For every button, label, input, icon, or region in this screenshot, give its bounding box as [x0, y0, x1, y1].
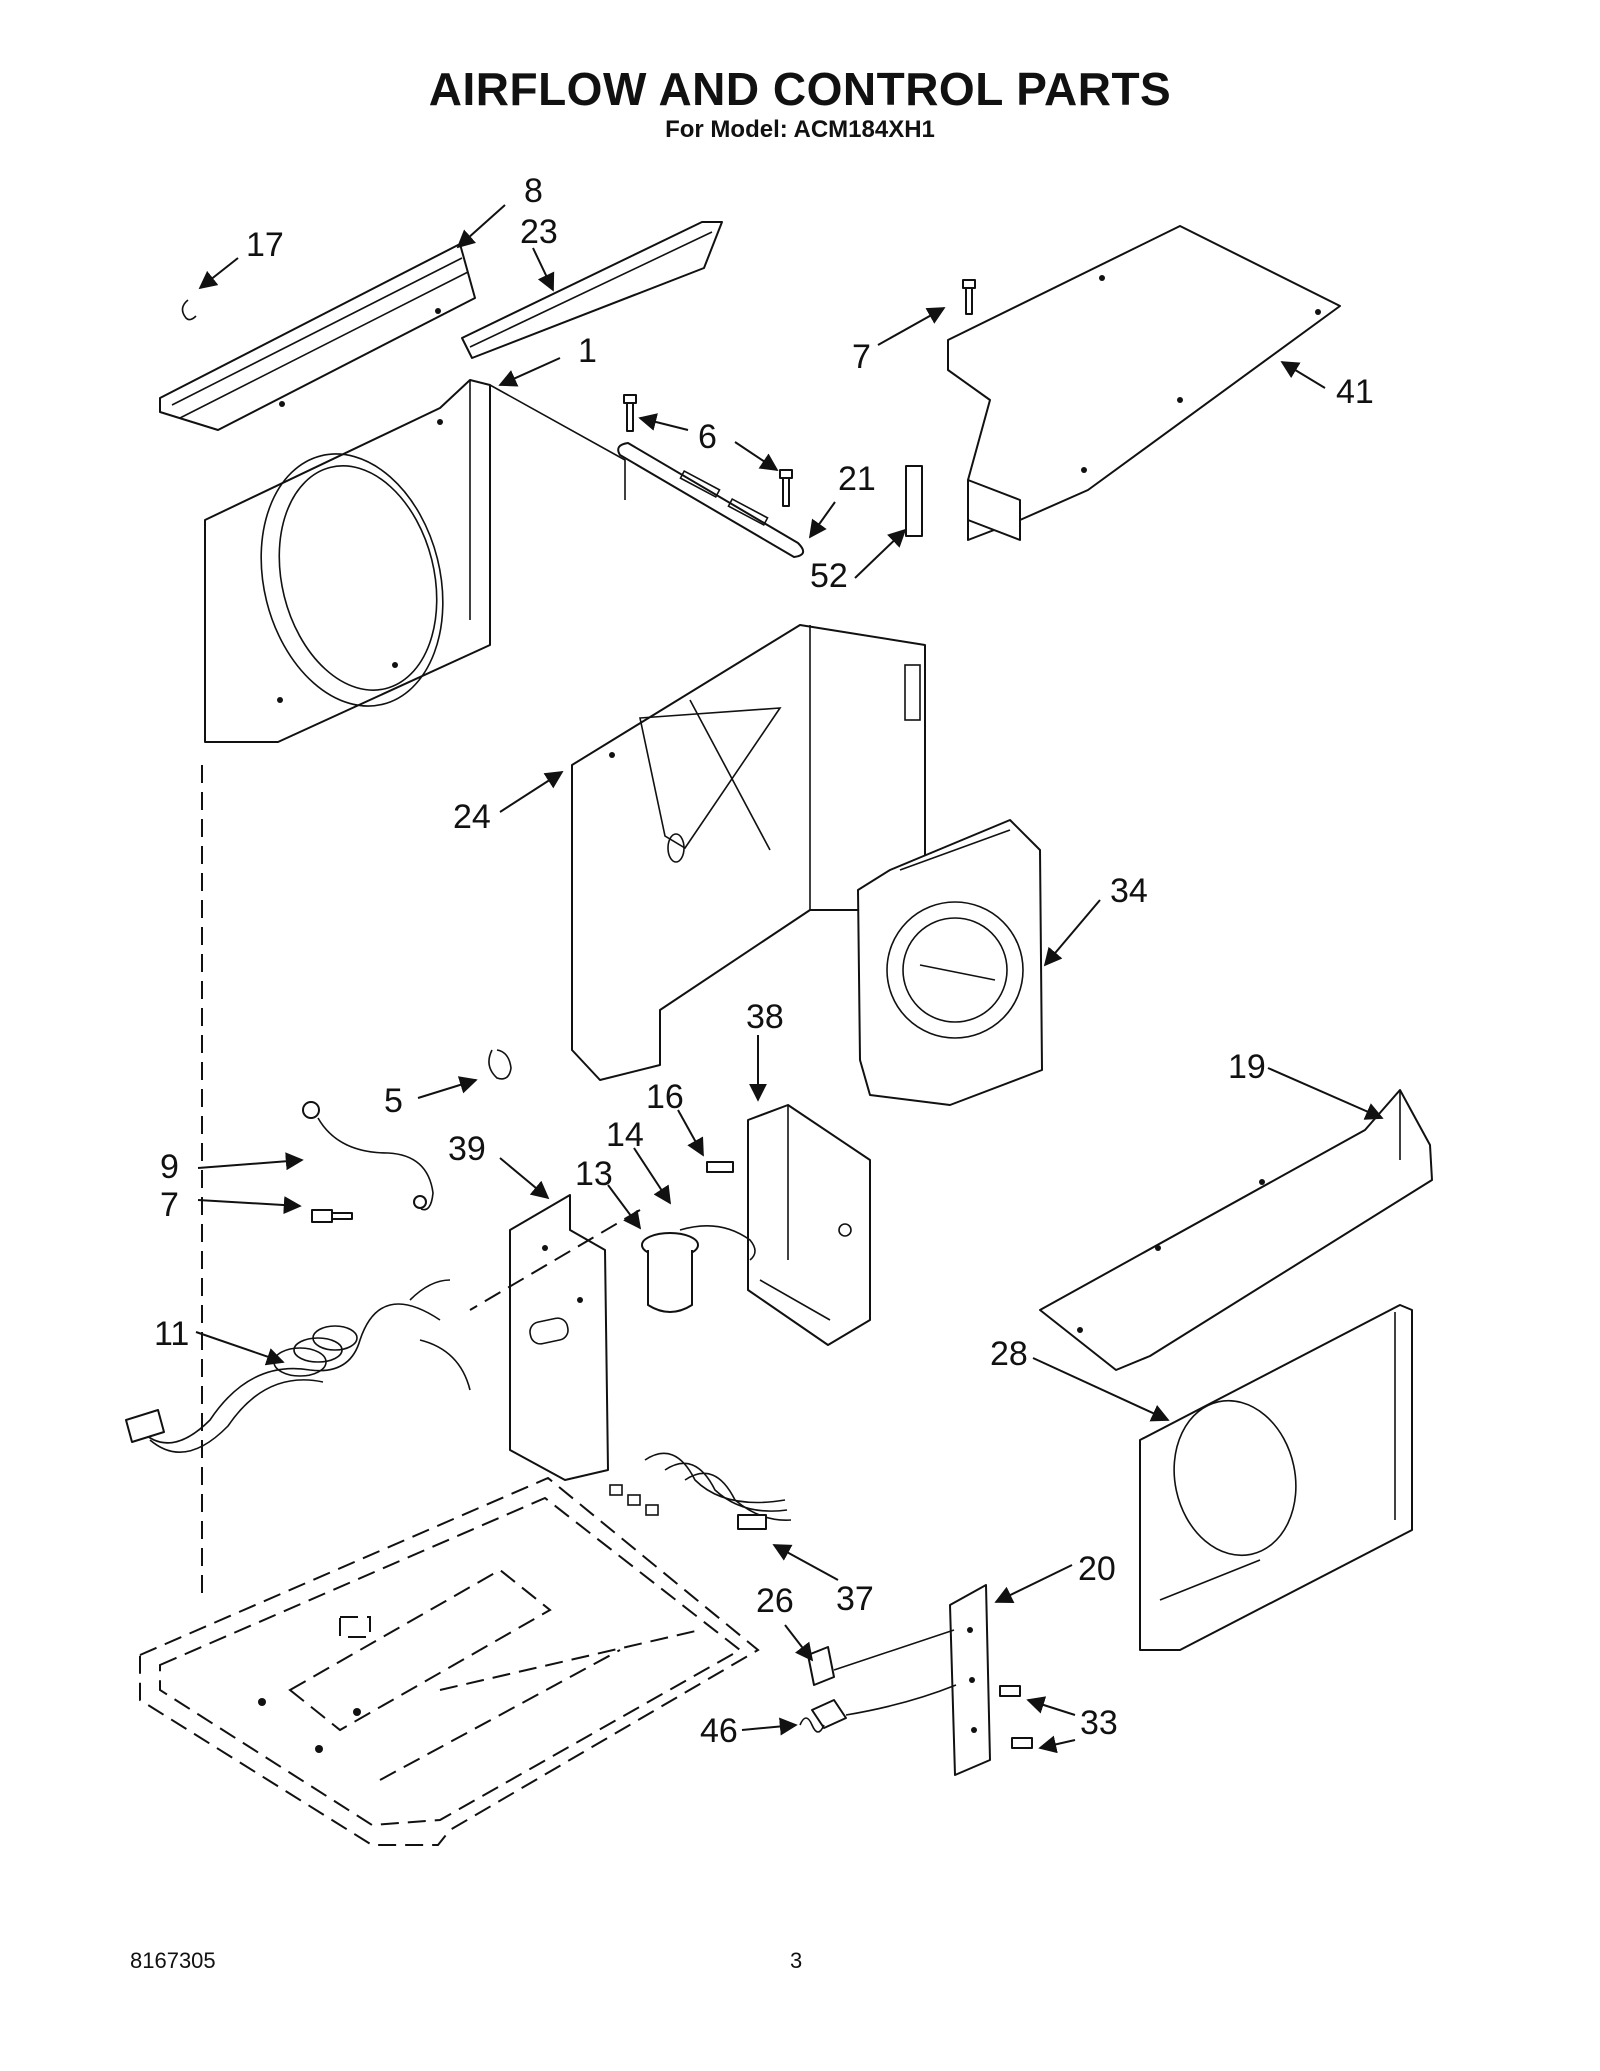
callout-33: 33 [1080, 1704, 1118, 1742]
part-13-capacitor [641, 1224, 756, 1313]
callout-41: 41 [1336, 373, 1374, 411]
part-9-wire [302, 1101, 434, 1211]
callout-11: 11 [154, 1315, 189, 1353]
callout-39: 39 [448, 1130, 486, 1168]
callout-7-lower: 7 [160, 1186, 179, 1224]
part-5-clamp [488, 1049, 512, 1080]
callout-19: 19 [1228, 1048, 1266, 1086]
callout-14: 14 [606, 1116, 644, 1154]
part-28-panel [1139, 1304, 1413, 1651]
part-33-screws [999, 1685, 1033, 1749]
part-52-pad [905, 465, 923, 537]
part-20-plate [949, 1584, 991, 1776]
callout-6: 6 [698, 418, 717, 456]
callout-46: 46 [700, 1712, 738, 1750]
callout-20: 20 [1078, 1550, 1116, 1588]
callout-52: 52 [810, 557, 848, 595]
callout-13: 13 [575, 1155, 613, 1193]
part-7-screw-top [962, 279, 976, 315]
leader-lines [195, 204, 1384, 1754]
callout-34: 34 [1110, 872, 1148, 910]
part-46-thermostat [799, 1684, 957, 1733]
part-16-screw [706, 1161, 734, 1173]
part-1-shroud [204, 379, 626, 743]
callout-26: 26 [756, 1582, 794, 1620]
part-34-blower-housing [857, 819, 1043, 1106]
part-23-strip [461, 221, 723, 359]
part-8-top-cover [159, 243, 476, 431]
callout-17: 17 [246, 226, 284, 264]
part-6-screws [623, 394, 793, 507]
model-subtitle: For Model: ACM184XH1 [665, 116, 935, 143]
reference-line-screw [469, 1209, 641, 1311]
part-26-switch [807, 1629, 955, 1686]
part-7-screw-lower [311, 1209, 353, 1223]
callout-5: 5 [384, 1082, 403, 1120]
part-19-rail [1039, 1089, 1433, 1371]
part-38-control-box [747, 1104, 871, 1346]
callout-37: 37 [836, 1580, 874, 1618]
part-11-power-cord [125, 1279, 471, 1453]
part-17-clip [181, 299, 197, 321]
callout-23: 23 [520, 213, 558, 251]
part-41-top-panel [947, 225, 1341, 541]
callout-38: 38 [746, 998, 784, 1036]
part-39-control-bracket [509, 1194, 609, 1481]
page-title: AIRFLOW AND CONTROL PARTS [428, 63, 1172, 115]
part-37-harness [609, 1452, 792, 1530]
part-24-partition [571, 624, 926, 1081]
callout-28: 28 [990, 1335, 1028, 1373]
callout-21: 21 [838, 460, 876, 498]
callout-1: 1 [578, 332, 597, 370]
callout-9: 9 [160, 1148, 179, 1186]
callout-16: 16 [646, 1078, 684, 1116]
base-pan [139, 1476, 760, 1846]
callout-labels: 8 23 17 1 6 21 7 41 52 24 34 38 5 16 14 … [154, 172, 1374, 1750]
callout-24: 24 [453, 798, 491, 836]
callout-7-top: 7 [852, 338, 871, 376]
part-21-bracket [617, 442, 805, 558]
document-number: 8167305 [130, 1948, 216, 1973]
page-number: 3 [790, 1948, 803, 1973]
callout-8: 8 [524, 172, 543, 210]
